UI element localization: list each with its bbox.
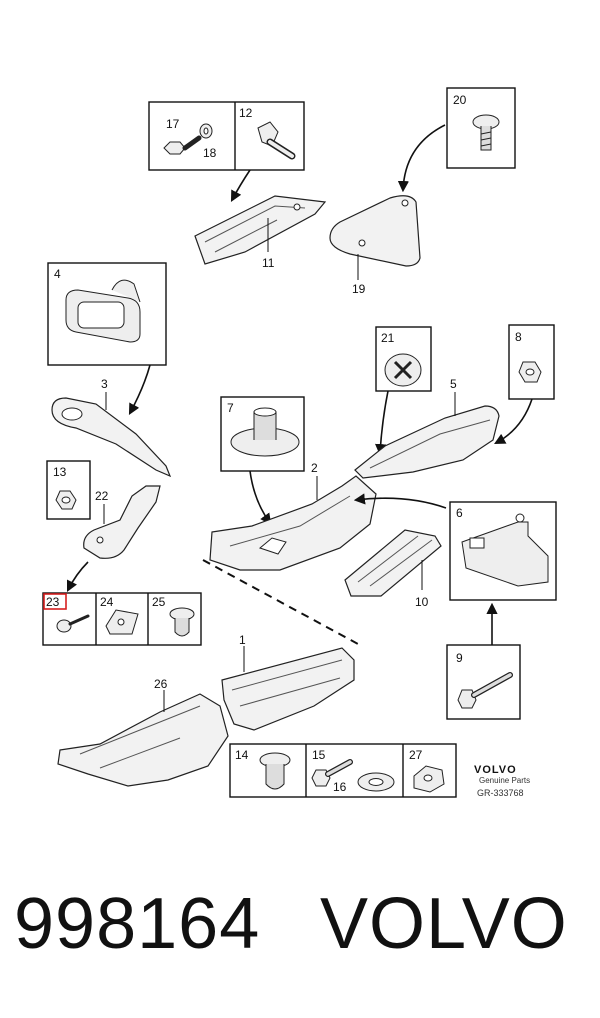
callout-3: 3 (101, 377, 108, 391)
nut-13-icon (55, 490, 77, 510)
part-11-bracket: 11 (194, 195, 327, 270)
bolt-15-icon (311, 759, 353, 787)
callout-2: 2 (311, 461, 318, 475)
callout-21: 21 (381, 331, 395, 345)
footer: 998164 VOLVO (0, 880, 600, 990)
washer-16-icon (357, 772, 395, 792)
inset-box-9: 9 (446, 644, 521, 720)
callout-7: 7 (227, 401, 234, 415)
inset-row-14-15-16-27: 14 15 16 27 (229, 743, 457, 798)
callout-27: 27 (409, 748, 423, 762)
dashed-leader (202, 559, 359, 645)
brand-block: VOLVO Genuine Parts GR-333768 (474, 764, 530, 798)
part-5-shield: 5 (354, 377, 500, 479)
callout-1: 1 (239, 633, 246, 647)
clip-27-icon (413, 765, 445, 793)
callout-8: 8 (515, 330, 522, 344)
callout-9: 9 (456, 651, 463, 665)
clip-nut-24-icon (105, 609, 139, 635)
inset-row-23-24-25: 23 24 25 (42, 592, 202, 646)
callout-10: 10 (415, 595, 429, 609)
screw-23-icon (56, 614, 90, 633)
nut-8-icon (518, 361, 542, 383)
inset-box-20: 20 (446, 87, 516, 169)
washer-18-icon (199, 123, 213, 139)
callout-23-highlight (43, 593, 67, 610)
part-26-heat-shield: 26 (57, 677, 229, 787)
inset-box-4: 4 (47, 262, 167, 366)
callout-14: 14 (235, 748, 249, 762)
callout-22: 22 (95, 489, 109, 503)
clip-12-icon (257, 121, 296, 160)
part-1-heat-shield: 1 (221, 633, 355, 731)
inset-box-6: 6 (449, 501, 557, 601)
callout-5: 5 (450, 377, 457, 391)
callout-18: 18 (203, 146, 217, 160)
inset-box-13: 13 (46, 460, 91, 520)
inset-box-17-18-12: 17 18 12 (148, 101, 305, 171)
callout-15: 15 (312, 748, 326, 762)
callout-19: 19 (352, 282, 366, 296)
callout-6: 6 (456, 506, 463, 520)
parts-diagram: 17 18 12 20 11 19 (42, 87, 557, 798)
part-3-shield: 3 (51, 377, 172, 478)
part-19-plate: 19 (329, 195, 421, 296)
part-22-bracket: 22 (83, 485, 161, 559)
callout-26: 26 (154, 677, 168, 691)
callout-11: 11 (262, 256, 275, 270)
push-clip-14-icon (259, 752, 291, 790)
callout-20: 20 (453, 93, 467, 107)
part-number: 998164 (14, 884, 261, 964)
inset-box-7: 7 (220, 396, 305, 472)
part-10-shield: 10 (344, 529, 442, 609)
brand-name: VOLVO (320, 884, 568, 964)
inset-box-21: 21 (375, 326, 432, 392)
callout-13: 13 (53, 465, 67, 479)
diagram-reference: GR-333768 (477, 788, 524, 798)
callout-4: 4 (54, 267, 61, 281)
callout-24: 24 (100, 595, 114, 609)
grommet-21-icon (384, 353, 422, 387)
bracket-4-icon (65, 279, 141, 343)
brand-logo: VOLVO (474, 764, 517, 776)
brand-subtitle: Genuine Parts (479, 776, 530, 785)
callout-17: 17 (166, 117, 180, 131)
callout-12: 12 (239, 106, 253, 120)
push-clip-25-icon (169, 607, 195, 637)
bolt-9-icon (457, 672, 513, 709)
callout-23: 23 (46, 595, 60, 609)
bolt-17-icon (163, 135, 202, 155)
mount-7-icon (230, 407, 300, 457)
screw-20-icon (472, 114, 500, 151)
callout-16: 16 (333, 780, 347, 794)
callout-25: 25 (152, 595, 166, 609)
part-2-tunnel-shield: 2 (209, 461, 377, 571)
bracket-6-icon (461, 513, 549, 587)
inset-box-8: 8 (508, 324, 555, 400)
